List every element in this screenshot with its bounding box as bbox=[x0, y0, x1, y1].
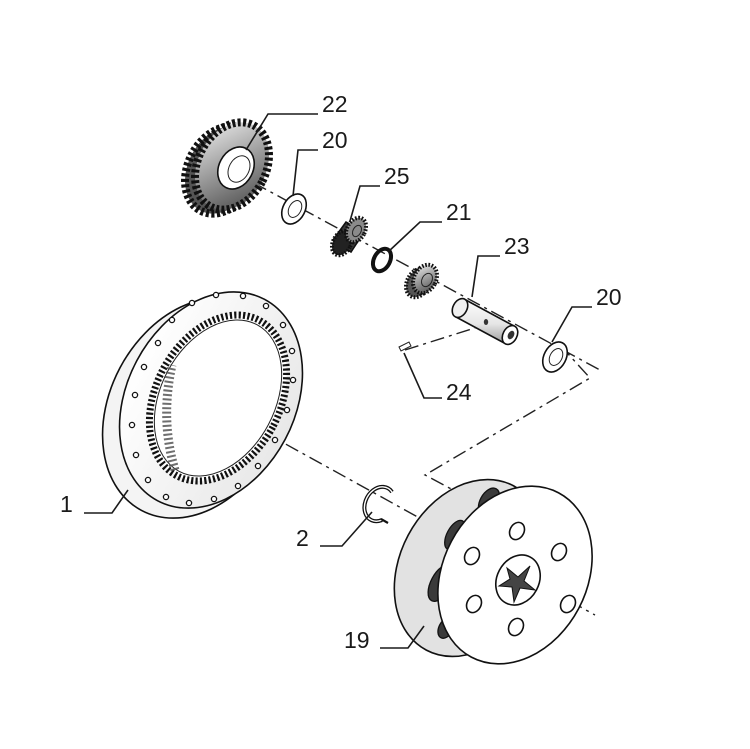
roll-pin-part bbox=[398, 341, 412, 352]
spacer-gear-part bbox=[404, 262, 439, 300]
needle-bearing-part bbox=[329, 215, 369, 258]
callout-2: 2 bbox=[296, 525, 309, 551]
callout-21: 21 bbox=[446, 199, 472, 225]
planet-carrier-part bbox=[393, 478, 593, 665]
planet-gear-part bbox=[181, 118, 273, 218]
snap-ring-small-part bbox=[370, 246, 394, 274]
callout-25: 25 bbox=[384, 163, 410, 189]
leader-lines bbox=[84, 113, 592, 649]
callout-20-right: 20 bbox=[596, 284, 622, 310]
ring-gear-part bbox=[101, 291, 304, 519]
callout-23: 23 bbox=[504, 233, 530, 259]
callout-19: 19 bbox=[344, 627, 370, 653]
thrust-washer-right-part bbox=[541, 341, 569, 373]
planet-pin-part bbox=[451, 297, 519, 346]
callout-20-left: 20 bbox=[322, 127, 348, 153]
thrust-washer-left-part bbox=[280, 193, 308, 225]
callout-1: 1 bbox=[60, 491, 73, 517]
callout-24: 24 bbox=[446, 379, 472, 405]
snap-ring-center-part bbox=[362, 484, 394, 524]
callout-22: 22 bbox=[322, 91, 348, 117]
